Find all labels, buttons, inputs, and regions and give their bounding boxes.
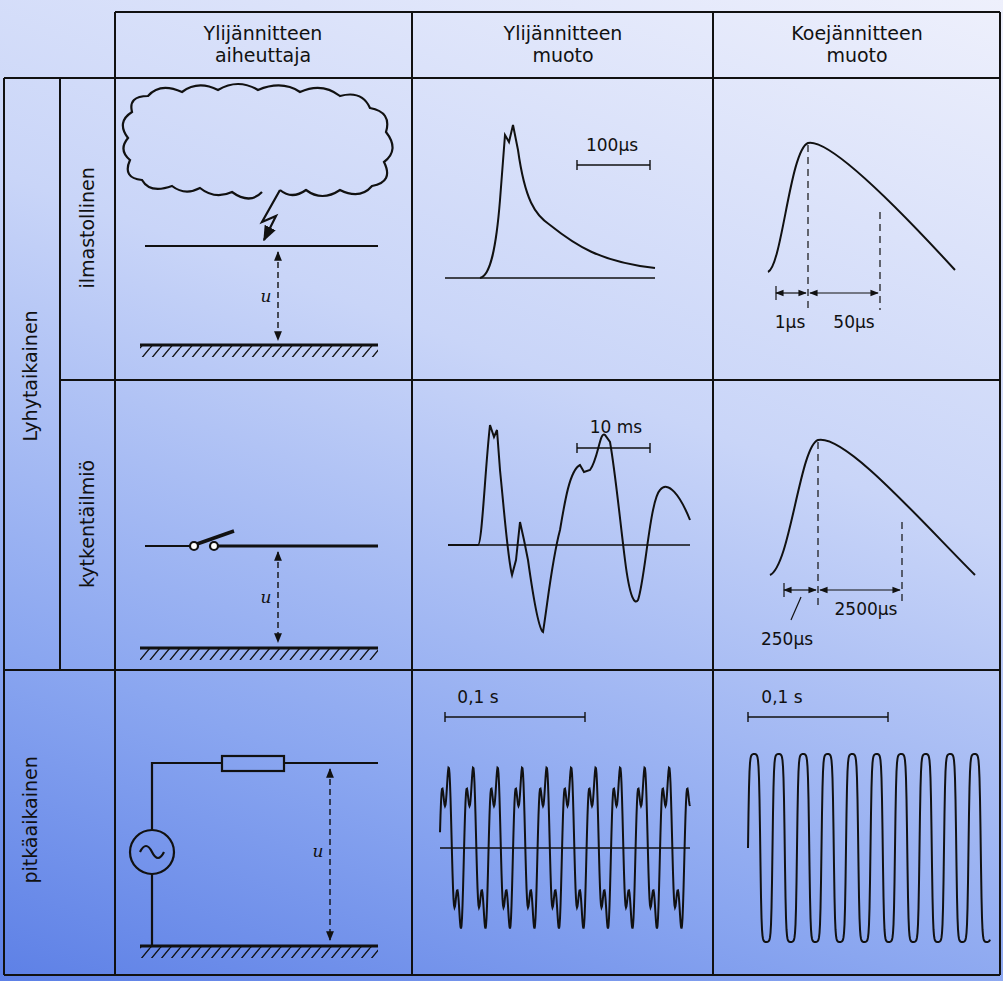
cloud-outline — [123, 84, 393, 199]
scale-label: 0,1 s — [761, 688, 802, 708]
ac-test-waveform — [748, 754, 990, 942]
row-header: Lyhytaikainen — [20, 310, 42, 441]
dimension-line — [820, 589, 900, 590]
scale-bar — [445, 716, 585, 717]
ground-hatch — [140, 947, 378, 958]
scale-bar — [577, 164, 650, 165]
temporary-waveform — [440, 768, 690, 929]
dimension-label: 50µs — [833, 313, 874, 333]
test-waveforms — [748, 143, 990, 942]
voltage-arrow — [277, 552, 278, 642]
column-header: Ylijännitteen muoto — [488, 23, 638, 67]
overvoltage-waveforms — [440, 125, 690, 929]
column-header: Koejännitteen muoto — [782, 23, 932, 67]
voltage-arrow — [329, 769, 330, 940]
column-header: Ylijännitteen aiheuttaja — [168, 23, 358, 67]
impulse-1-50 — [768, 143, 955, 272]
lightning-bolt — [262, 190, 280, 240]
ac-source-illustration — [130, 756, 378, 958]
leader-line — [791, 597, 801, 620]
lightning-illustration — [123, 84, 393, 357]
voltage-label: u — [261, 588, 272, 608]
lightning-waveform — [480, 125, 655, 278]
switch-contact — [210, 542, 218, 550]
scale-bar — [748, 716, 888, 717]
switching-waveform — [448, 425, 690, 632]
dimension-label: 1µs — [775, 313, 806, 333]
switch-illustration — [140, 531, 378, 660]
scale-label: 100µs — [586, 136, 638, 156]
line-conductor — [145, 245, 378, 247]
dimension-line — [784, 589, 816, 590]
row-header: pitkäaikainen — [20, 756, 42, 883]
voltage-label: u — [261, 287, 272, 307]
dimension-line — [776, 292, 806, 293]
voltage-arrow — [277, 252, 278, 340]
dimension-line — [810, 292, 878, 293]
table-grid — [4, 12, 1000, 975]
scale-label: 0,1 s — [457, 688, 498, 708]
voltage-label: u — [313, 842, 324, 862]
ground-hatch — [140, 346, 378, 357]
row-header: kytkentäilmiö — [77, 460, 99, 588]
dimension-label: 2500µs — [835, 600, 898, 620]
dimension-label: 250µs — [761, 630, 813, 650]
impulse-250-2500 — [770, 440, 975, 575]
ground-hatch — [140, 649, 378, 660]
ac-source-symbol — [130, 830, 174, 874]
scale-bar — [577, 447, 650, 448]
row-header: ilmastollinen — [77, 167, 99, 288]
impedance-symbol — [222, 756, 284, 771]
scale-label: 10 ms — [590, 418, 642, 438]
